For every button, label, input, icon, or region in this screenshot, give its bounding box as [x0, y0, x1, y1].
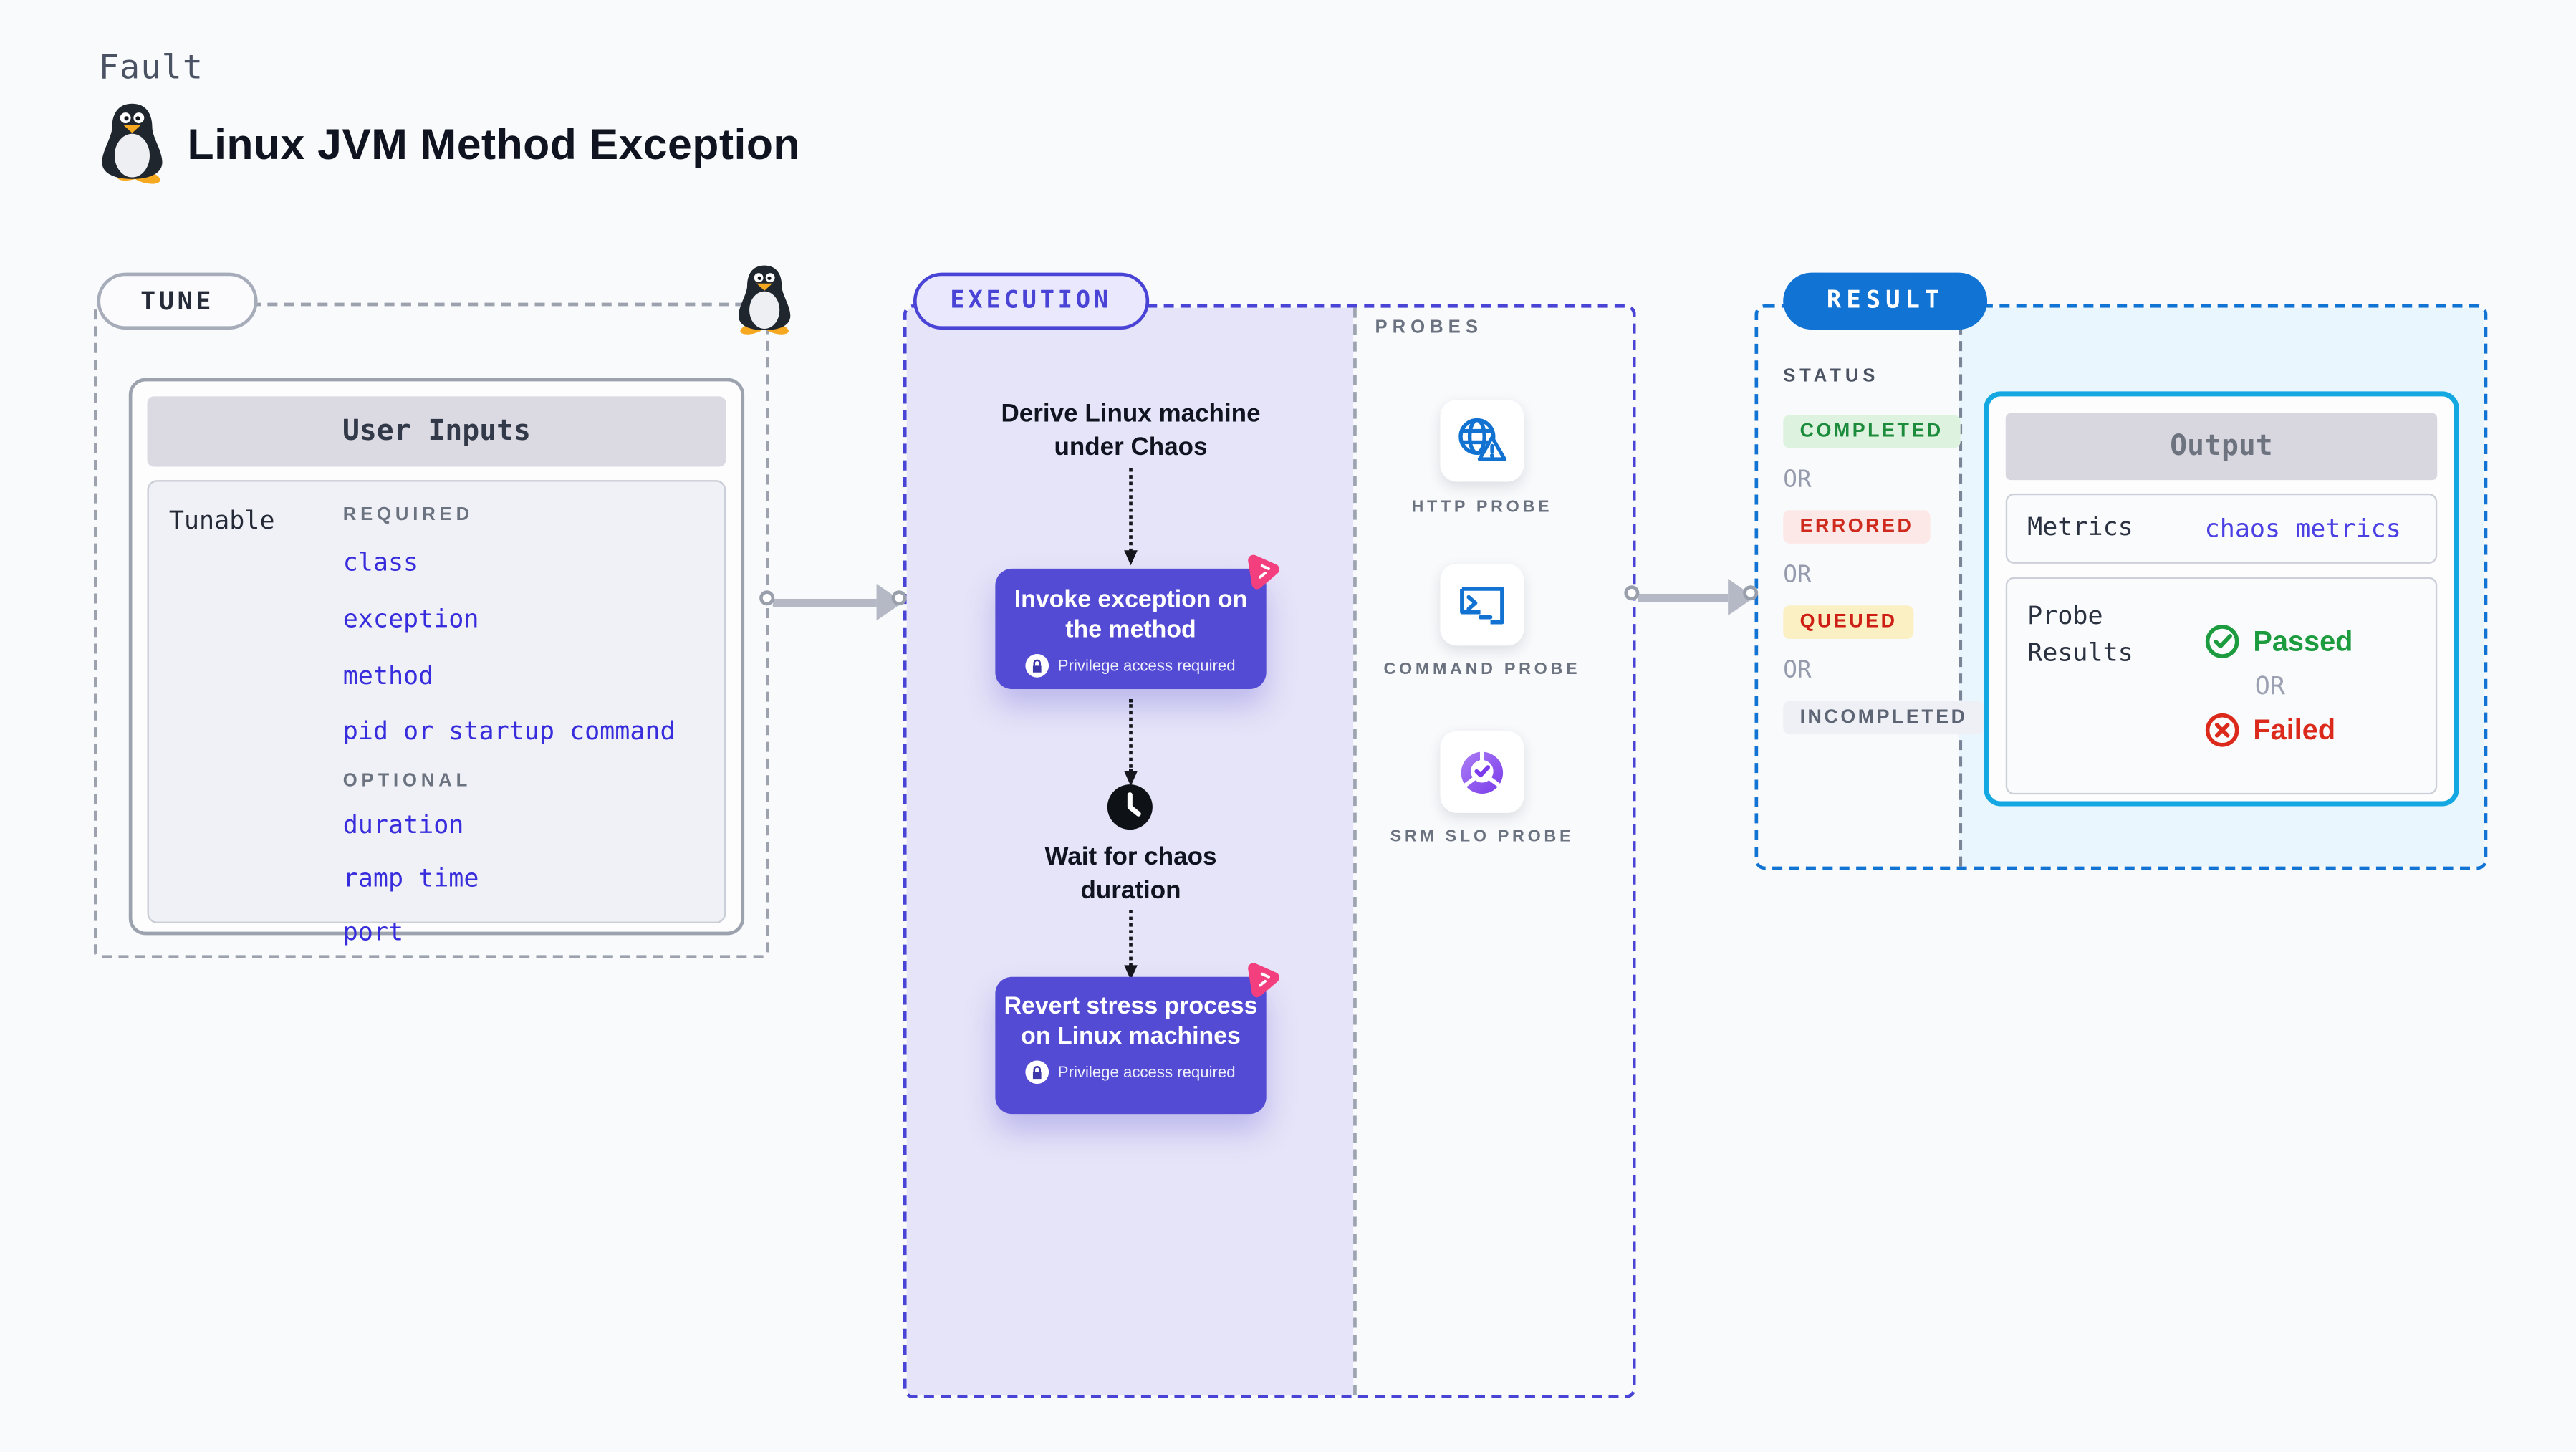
http-probe-label: HTTP PROBE — [1411, 498, 1553, 517]
slo-pie-check-icon — [1461, 750, 1504, 793]
clock-icon — [1106, 783, 1155, 832]
failed-line: Failed — [2205, 713, 2353, 748]
connector-node — [1624, 585, 1640, 601]
probes-lane — [1352, 307, 1633, 1395]
tunable-row-label: Tunable — [168, 505, 275, 536]
privilege-note: Privilege access required — [1057, 657, 1236, 675]
x-circle-icon — [2205, 713, 2239, 747]
probe-results-values: Passed OR Failed — [2205, 599, 2353, 773]
execution-badge: EXECUTION — [913, 272, 1149, 330]
or-separator: OR — [2254, 670, 2285, 701]
user-inputs-body: Tunable REQUIRED class exception method … — [147, 480, 726, 947]
status-badge-errored: ERRORED — [1783, 510, 1931, 544]
metrics-label: Metrics — [2027, 511, 2133, 542]
chaos-experiment-icon — [1248, 554, 1279, 590]
probe-results-label: Probe Results — [2027, 600, 2133, 668]
or-separator: OR — [1783, 657, 1812, 685]
terminal-icon — [1460, 585, 1504, 624]
lock-icon — [1026, 654, 1050, 678]
tune-to-execution-arrow — [772, 582, 903, 620]
tunable-lists: REQUIRED class exception method pid or s… — [342, 505, 676, 946]
connector-node — [891, 590, 907, 606]
step-invoke-box: Invoke exception on the method Privilege… — [995, 554, 1279, 690]
srm-slo-probe-card[interactable] — [1440, 731, 1524, 813]
user-inputs-header: User Inputs — [147, 396, 726, 467]
tunable-link-pid[interactable]: pid or startup command — [342, 716, 676, 746]
result-badge: RESULT — [1783, 272, 1989, 330]
globe-warning-icon — [1458, 417, 1506, 461]
failed-label: Failed — [2253, 713, 2336, 746]
passed-line: Passed — [2205, 624, 2353, 659]
lock-icon — [1026, 1061, 1050, 1085]
flow-arrow-down — [1123, 910, 1137, 981]
tunable-link-duration[interactable]: duration — [342, 809, 464, 840]
command-probe-label: COMMAND PROBE — [1383, 660, 1581, 680]
connector-node — [1743, 585, 1759, 601]
tunable-link-port[interactable]: port — [342, 916, 404, 947]
tunable-link-ramp-time[interactable]: ramp time — [342, 862, 479, 893]
required-group-label: REQUIRED — [342, 505, 474, 526]
check-circle-icon — [2205, 625, 2239, 658]
chaos-experiment-icon — [1248, 963, 1279, 998]
optional-group-label: OPTIONAL — [342, 771, 472, 792]
status-badge-incompleted: INCOMPLETED — [1783, 701, 1984, 735]
step-invoke-label: Invoke exception on the method — [1014, 587, 1248, 645]
chaos-metrics-link[interactable]: chaos metrics — [2204, 513, 2401, 544]
tune-badge: TUNE — [97, 272, 258, 330]
privilege-row: Privilege access required — [995, 1061, 1266, 1085]
or-separator: OR — [1783, 562, 1812, 589]
output-card: Output Metrics chaos metrics Probe Resul… — [1984, 391, 2459, 807]
metrics-row: Metrics chaos metrics — [2005, 493, 2438, 564]
status-badge-queued: QUEUED — [1783, 605, 1914, 640]
tux-penguin-small-icon — [738, 265, 791, 335]
privilege-row: Privilege access required — [995, 654, 1266, 678]
probe-results-row: Probe Results Passed OR Failed — [2005, 577, 2438, 795]
step-revert-box: Revert stress process on Linux machines … — [995, 963, 1279, 1115]
privilege-note: Privilege access required — [1057, 1063, 1236, 1082]
step-revert-label: Revert stress process on Linux machines — [1004, 994, 1258, 1051]
user-inputs-card: User Inputs Tunable REQUIRED class excep… — [128, 378, 745, 947]
step-wait-label: Wait for chaos duration — [1044, 842, 1217, 905]
connector-node — [759, 590, 775, 606]
step-derive-label: Derive Linux machine under Chaos — [1001, 400, 1261, 461]
status-column: STATUS COMPLETED OR ERRORED OR QUEUED OR… — [1783, 366, 2034, 752]
fault-eyebrow: Fault — [98, 47, 204, 87]
tunable-link-class[interactable]: class — [342, 547, 419, 577]
passed-label: Passed — [2253, 625, 2353, 657]
tunable-link-method[interactable]: method — [342, 660, 434, 691]
tune-region — [93, 302, 770, 959]
tux-penguin-icon — [102, 103, 163, 184]
page-title: Linux JVM Method Exception — [187, 118, 800, 169]
probes-label: PROBES — [1375, 317, 1483, 338]
or-separator: OR — [1783, 466, 1812, 494]
flow-arrow-down — [1123, 468, 1137, 566]
status-badge-completed: COMPLETED — [1783, 415, 1961, 448]
http-probe-card[interactable] — [1440, 400, 1524, 482]
flow-arrow-down — [1123, 699, 1137, 787]
output-header: Output — [2005, 413, 2438, 481]
srm-slo-probe-label: SRM SLO PROBE — [1390, 827, 1575, 847]
tunable-link-exception[interactable]: exception — [342, 603, 479, 635]
command-probe-card[interactable] — [1440, 563, 1524, 646]
probes-to-result-arrow — [1638, 577, 1755, 615]
status-label: STATUS — [1783, 366, 1880, 387]
